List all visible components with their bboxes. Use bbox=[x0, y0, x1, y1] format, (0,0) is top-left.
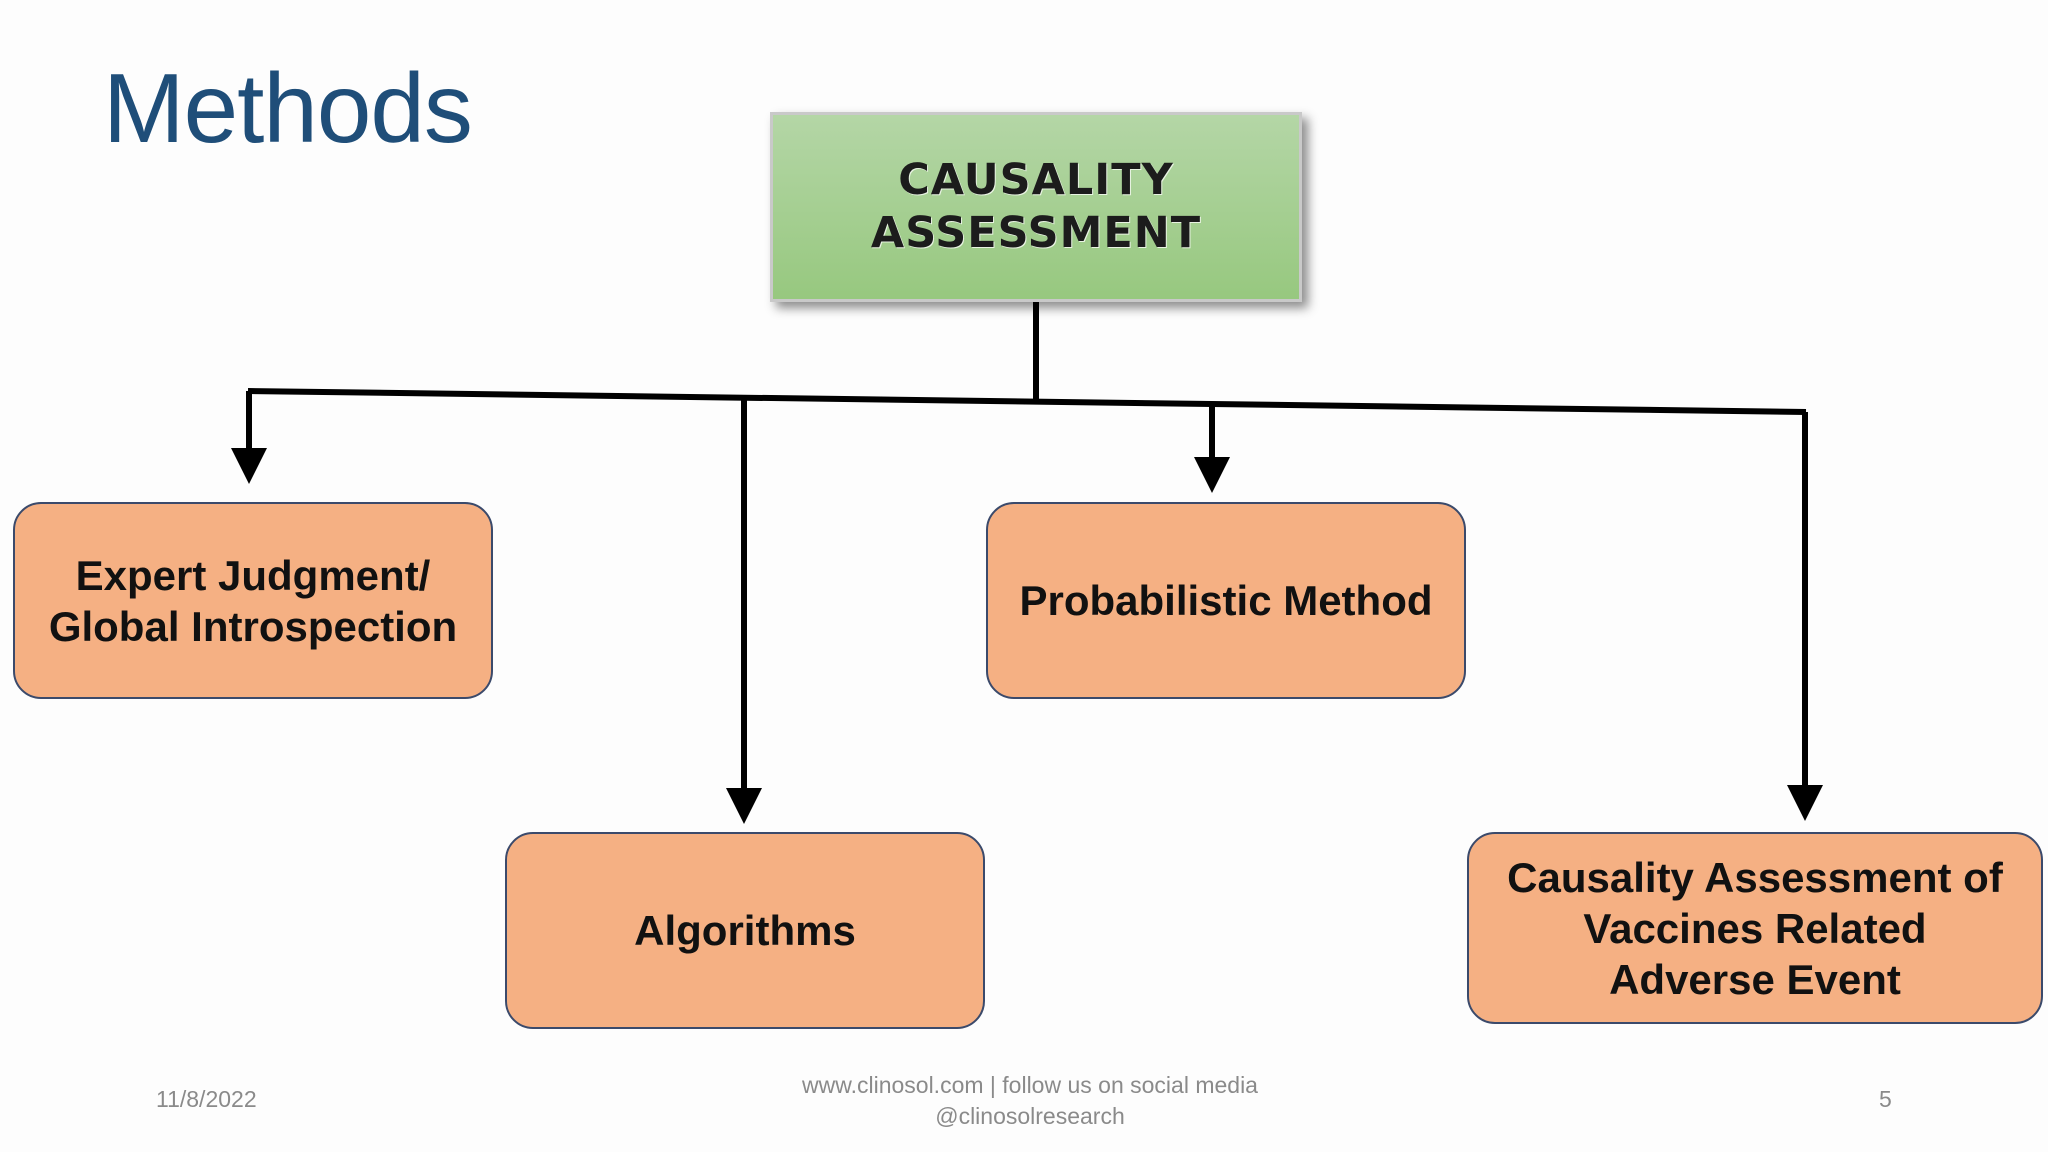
probabilistic-method-box: Probabilistic Method bbox=[986, 502, 1466, 699]
causality-assessment-label: CAUSALITY ASSESSMENT bbox=[870, 155, 1202, 258]
footer-website: www.clinosol.com | follow us on social m… bbox=[802, 1072, 1258, 1098]
branch-bar-line bbox=[247, 388, 1807, 415]
algorithms-box: Algorithms bbox=[505, 832, 985, 1029]
expert-judgment-box: Expert Judgment/ Global Introspection bbox=[13, 502, 493, 699]
probabilistic-method-label: Probabilistic Method bbox=[1019, 577, 1433, 624]
slide-title: Methods bbox=[103, 53, 473, 163]
footer-social-handle: @clinosolresearch bbox=[935, 1103, 1125, 1129]
footer-page-number: 5 bbox=[1879, 1086, 1892, 1112]
causality-assessment-box: CAUSALITY ASSESSMENT bbox=[770, 112, 1302, 302]
expert-judgment-label: Expert Judgment/ Global Introspection bbox=[48, 551, 458, 650]
vaccines-adverse-event-box: Causality Assessment of Vaccines Related… bbox=[1467, 832, 2043, 1024]
footer-date: 11/8/2022 bbox=[156, 1086, 257, 1112]
vaccines-adverse-event-label: Causality Assessment of Vaccines Related… bbox=[1507, 853, 2003, 1003]
algorithms-label: Algorithms bbox=[634, 907, 856, 954]
footer-center: www.clinosol.com | follow us on social m… bbox=[760, 1070, 1300, 1132]
